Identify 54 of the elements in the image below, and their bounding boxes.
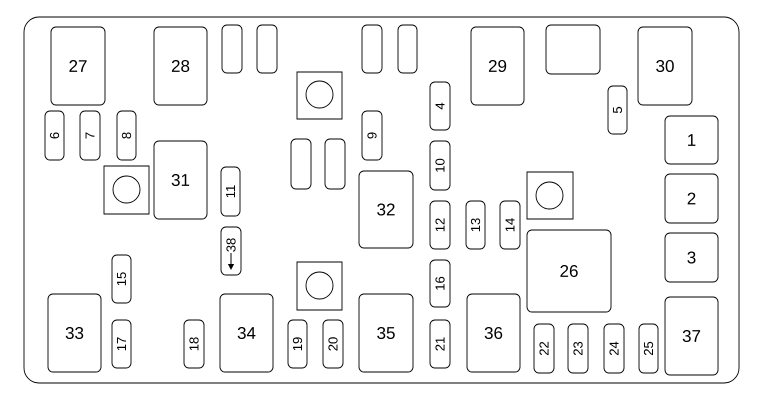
bolt-hole bbox=[306, 80, 334, 108]
empty-slot bbox=[398, 24, 418, 74]
fuse: 8 bbox=[116, 110, 136, 160]
fuse: 9 bbox=[362, 110, 382, 160]
fuse-box-outline bbox=[24, 16, 740, 384]
terminal-block bbox=[104, 166, 150, 214]
empty-slot bbox=[222, 24, 242, 74]
fuse: 7 bbox=[80, 110, 100, 160]
fuse: 20 bbox=[322, 320, 344, 368]
relay: 29 bbox=[470, 26, 524, 106]
empty-slot bbox=[290, 138, 312, 190]
relay: 35 bbox=[358, 294, 414, 372]
fuse: 17 bbox=[112, 320, 132, 368]
fuse: 12 bbox=[430, 200, 450, 250]
empty-slot bbox=[362, 24, 382, 74]
fuse: 13 bbox=[466, 200, 486, 250]
empty-slot bbox=[256, 24, 278, 74]
relay: 28 bbox=[154, 26, 208, 106]
relay: 2 bbox=[664, 174, 718, 224]
bolt-hole bbox=[536, 182, 564, 210]
relay: 26 bbox=[526, 230, 612, 312]
fuse: 18 bbox=[184, 320, 204, 368]
empty-slot bbox=[546, 24, 600, 74]
fuse: 6 bbox=[44, 110, 64, 160]
relay: 27 bbox=[50, 26, 106, 106]
fuse: 11 bbox=[220, 166, 240, 216]
fuse: 15 bbox=[112, 254, 132, 304]
relay: 3 bbox=[664, 232, 718, 282]
terminal-block bbox=[296, 72, 342, 120]
fuse: 21 bbox=[430, 320, 450, 368]
empty-slot bbox=[324, 138, 346, 190]
fuse: 23 bbox=[568, 324, 588, 374]
fuse: 24 bbox=[604, 324, 624, 374]
relay: 37 bbox=[664, 296, 718, 376]
fuse: 14 bbox=[500, 200, 520, 250]
fuse: 4 bbox=[430, 82, 450, 130]
bolt-hole bbox=[112, 176, 140, 204]
fuse: 5 bbox=[608, 86, 628, 134]
fuse: 25 bbox=[638, 324, 658, 374]
fuse: 16 bbox=[430, 260, 450, 308]
terminal-block bbox=[526, 172, 574, 220]
fuse: 22 bbox=[534, 324, 554, 374]
fuse: 38 bbox=[220, 226, 242, 276]
relay: 31 bbox=[154, 140, 208, 220]
relay: 33 bbox=[48, 294, 102, 372]
fuse: 19 bbox=[288, 320, 308, 368]
relay: 32 bbox=[358, 170, 414, 248]
relay: 1 bbox=[664, 116, 718, 164]
terminal-block bbox=[296, 262, 342, 310]
relay: 30 bbox=[638, 26, 692, 106]
bolt-hole bbox=[306, 272, 334, 300]
relay: 34 bbox=[220, 294, 274, 372]
relay: 36 bbox=[466, 294, 520, 372]
fuse: 10 bbox=[430, 140, 450, 190]
